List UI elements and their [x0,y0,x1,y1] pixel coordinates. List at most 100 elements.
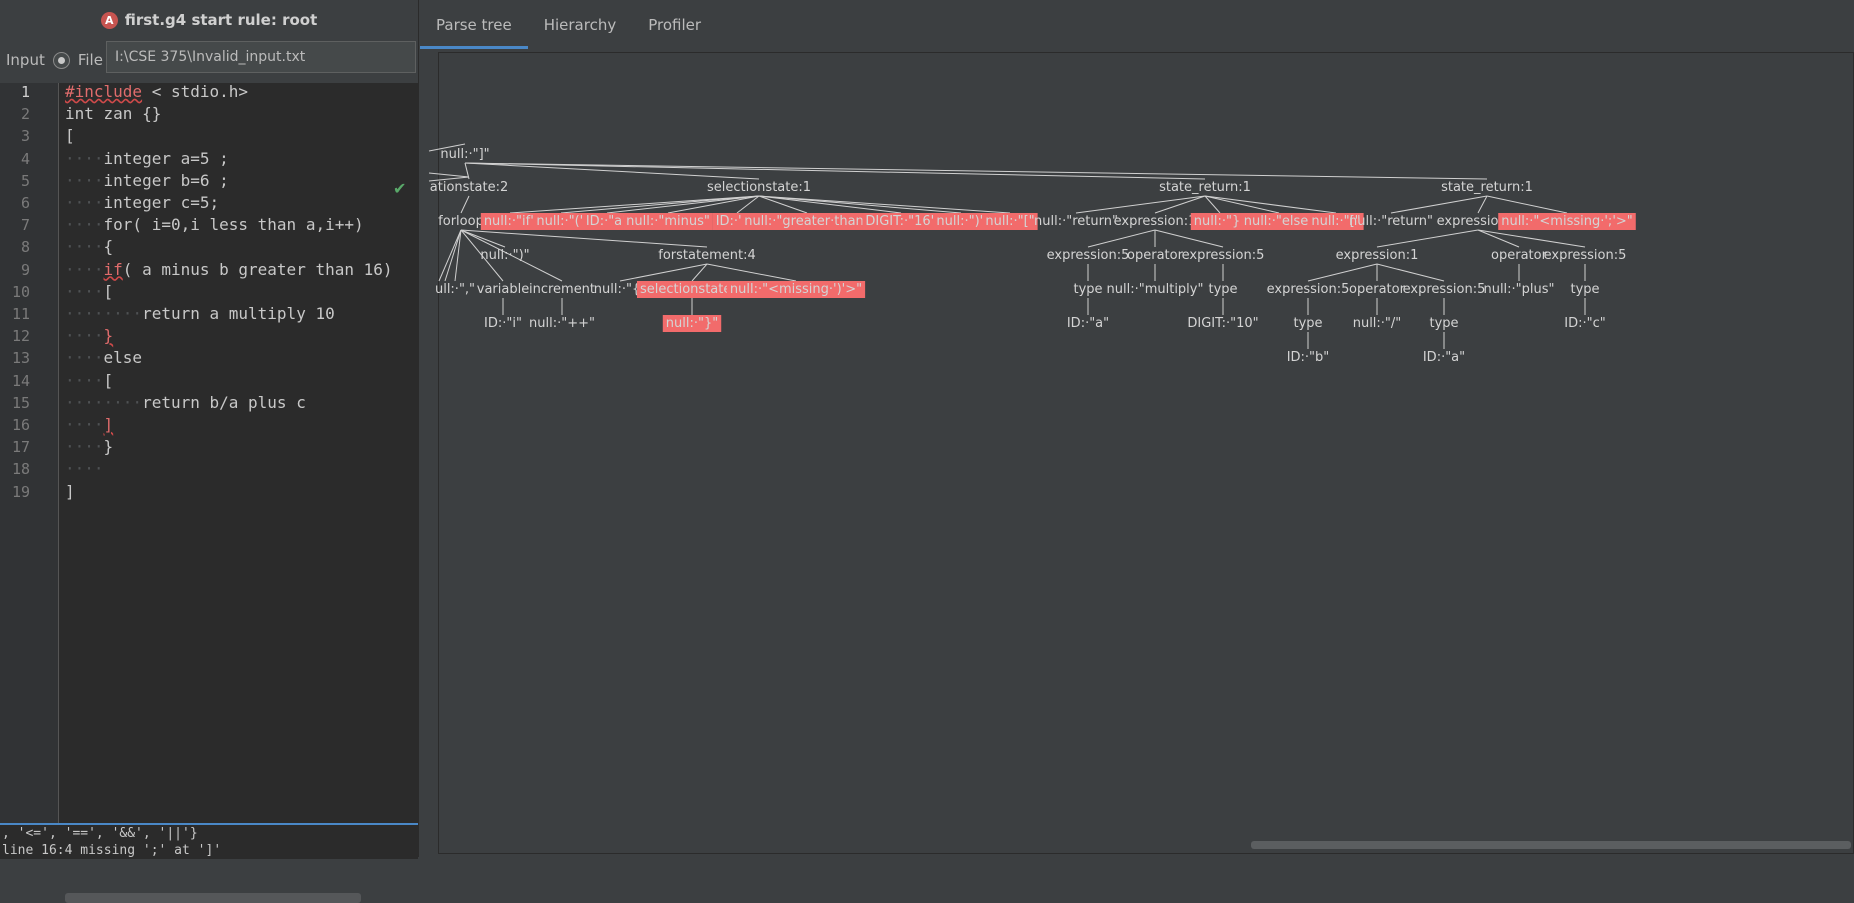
tree-node[interactable]: null:·"return" [1034,214,1118,229]
tree-node[interactable]: null:·"multiply" [1107,282,1204,297]
tree-node[interactable]: null:·"++" [529,316,595,331]
tab-hierarchy[interactable]: Hierarchy [543,16,617,34]
code-line: ····if( a minus b greater than 16) [65,260,393,279]
tree-node-label: null:·"return" [1349,214,1433,229]
tab-profiler[interactable]: Profiler [648,16,702,34]
tree-edge [1477,229,1520,248]
tree-node[interactable]: expression:5 [1182,248,1265,263]
tree-node[interactable]: expression:1 [1336,248,1419,263]
tree-node[interactable]: ull:·"," [435,282,475,297]
whitespace-marker: ········ [65,392,143,412]
tree-node-error[interactable]: DIGIT:·"16" [862,213,940,230]
tree-node[interactable]: ID:·"c" [1564,316,1605,331]
tree-node[interactable]: expression:5 [1047,248,1130,263]
tree-node-label: selectionstate:1 [640,282,744,297]
code-text: integer c=5; [103,193,220,212]
tree-node[interactable]: null:·"plus" [1483,282,1554,297]
code-line: ····integer b=6 ; [65,171,229,190]
error-token: if [103,259,123,279]
parse-tree-view[interactable]: null:·"]" ationstate:2 selectionstate:1 sta… [428,52,1854,854]
tree-node[interactable]: null:·")" [480,248,529,263]
tree-node[interactable]: type [1429,316,1458,331]
tree-node-error[interactable]: null:·"}" [662,315,722,332]
line-number: 1 [20,83,30,101]
tree-node-error[interactable]: ID:·"a" [582,213,632,230]
tree-node-error[interactable]: null:·"[" [982,213,1038,230]
code-line: ] [65,482,75,501]
error-highlight [982,213,1038,230]
tree-horizontal-scrollbar[interactable] [1251,841,1851,849]
tree-node[interactable]: ID:·"a" [1423,350,1465,365]
tree-node[interactable]: operator [1491,248,1548,263]
line-number: 9 [20,260,30,279]
tree-node[interactable]: null:·"]" [440,147,489,162]
tree-node[interactable]: type [1073,282,1102,297]
tree-node[interactable]: type [1293,316,1322,331]
tree-node-label: expression:5 [1544,248,1627,263]
tree-node[interactable]: type [1570,282,1599,297]
code-line: ····] [65,415,113,434]
tree-node-error[interactable]: selectionstate:1 [636,281,748,298]
tree-edge [428,143,466,152]
tree-node-label: ID:·"a" [586,214,628,229]
tree-node[interactable]: expression:5 [1267,282,1350,297]
tree-edge [1204,195,1221,214]
file-label: File [77,51,103,69]
tree-node-label: type [1073,282,1102,297]
tree-node-label: null:·"[" [985,214,1034,229]
tab-parse-tree[interactable]: Parse tree [420,8,528,49]
error-highlight [662,315,722,332]
tree-node-error[interactable]: null:·"[" [1308,213,1364,230]
tree-node[interactable]: variable [477,282,529,297]
tree-node[interactable]: null:·"return" [1349,214,1433,229]
tree-node[interactable]: operator [1349,282,1406,297]
tree-node[interactable]: DIGIT:·"10" [1187,316,1258,331]
tree-node-label: null:·"(" [536,214,585,229]
file-radio-button[interactable] [52,51,70,69]
tree-node[interactable]: state_return:1 [1441,180,1533,195]
tree-node-error[interactable]: null:·"<missing·')'>" [726,281,866,298]
tree-node-error[interactable]: null:·")" [933,213,989,230]
tree-node[interactable]: expression:5 [1403,282,1486,297]
tree-node-label: null:·")" [480,248,529,263]
tree-node[interactable]: type [1208,282,1237,297]
tree-node[interactable]: ID:·"a" [1067,316,1109,331]
tree-node[interactable]: selectionstate:1 [707,180,811,195]
tree-node[interactable]: operator [1127,248,1184,263]
code-text: [ [103,370,114,390]
tree-node-error[interactable]: null:·"minus" [623,213,713,230]
tree-edge [736,195,760,214]
tree-node[interactable]: ID:·"i" [484,316,522,331]
tree-node[interactable]: increment [529,282,595,297]
tree-node[interactable]: null:·"/" [1353,316,1402,331]
tree-node[interactable]: null:·"{" [594,282,646,297]
error-token: #include [65,82,143,101]
tree-edge [1307,263,1378,282]
error-highlight [862,213,940,230]
tree-edge [464,162,1488,180]
tree-edge [1390,195,1488,214]
tree-node[interactable]: forstatement:4 [658,248,755,263]
tree-node-error[interactable]: null:·"greater·than" [741,213,873,230]
whitespace-marker: ···· [65,437,104,457]
tree-node-error[interactable]: null:·"if" [480,213,540,230]
error-token: ] [103,415,114,434]
tree-edge [758,195,902,214]
code-text: } [103,437,114,457]
tree-edge [444,229,462,282]
tree-node-error[interactable]: null:·"else" [1240,213,1318,230]
file-path-field[interactable]: I:\CSE 375\Invalid_input.txt [106,41,416,73]
tree-node-error[interactable]: null:·"(" [533,213,589,230]
tree-node-label: null:·"[" [1311,214,1360,229]
tree-node-error[interactable]: null:·"}" [1190,213,1250,230]
tree-node[interactable]: expression:5 [1544,248,1627,263]
tree-node-error[interactable]: null:·"<missing·';'>" [1498,213,1636,230]
tree-node[interactable]: ID:·"b" [1287,350,1330,365]
tree-node[interactable]: forloop [438,214,484,229]
editor-horizontal-scrollbar[interactable] [65,893,361,903]
tree-node[interactable]: state_return:1 [1159,180,1251,195]
tree-node[interactable]: expression:1 [1114,214,1197,229]
tree-node[interactable]: ationstate:2 [430,180,508,195]
tree-node-label: null:·"{" [594,282,646,297]
